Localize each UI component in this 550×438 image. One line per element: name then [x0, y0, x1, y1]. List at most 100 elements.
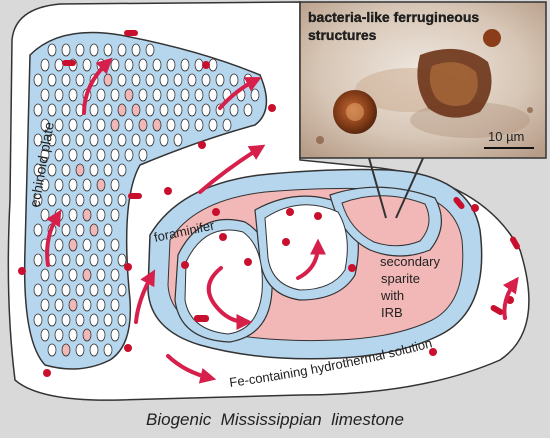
pore	[124, 118, 134, 132]
sparite-label-line-3: with	[380, 288, 404, 303]
pore	[61, 313, 71, 327]
pore	[159, 103, 169, 117]
pore	[68, 268, 78, 282]
pore	[75, 223, 85, 237]
pore	[54, 118, 64, 132]
pore	[131, 103, 141, 117]
pore	[89, 283, 99, 297]
pore	[54, 178, 64, 192]
echinoid-pores	[33, 43, 260, 357]
pore	[103, 283, 113, 297]
iron-particles	[18, 30, 520, 377]
pore	[194, 118, 204, 132]
scale-bar-label: 10 µm	[488, 129, 524, 144]
pore	[89, 103, 99, 117]
pore	[117, 73, 127, 87]
pore	[110, 328, 120, 342]
pore	[40, 328, 50, 342]
pore	[75, 163, 85, 177]
pore	[138, 58, 148, 72]
pore	[166, 88, 176, 102]
pore	[103, 343, 113, 357]
pore	[82, 208, 92, 222]
pore	[173, 133, 183, 147]
pore	[33, 193, 43, 207]
pore	[110, 268, 120, 282]
pore	[110, 238, 120, 252]
pore	[201, 73, 211, 87]
inset-title-line-2: structures	[308, 27, 377, 43]
pore	[173, 103, 183, 117]
pore	[208, 58, 218, 72]
pore	[152, 58, 162, 72]
pore	[145, 133, 155, 147]
echinoid-plate	[23, 31, 268, 370]
pore	[222, 118, 232, 132]
pore	[194, 58, 204, 72]
pore	[61, 103, 71, 117]
pore	[54, 238, 64, 252]
pore	[96, 178, 106, 192]
micrograph-inset	[299, 1, 547, 159]
pore	[68, 178, 78, 192]
pore	[33, 313, 43, 327]
pore	[47, 103, 57, 117]
pore	[89, 223, 99, 237]
pore	[103, 133, 113, 147]
pore	[61, 343, 71, 357]
pore	[89, 343, 99, 357]
pore	[250, 88, 260, 102]
pore	[124, 148, 134, 162]
pore	[96, 118, 106, 132]
pore	[180, 88, 190, 102]
pore	[166, 118, 176, 132]
pore	[33, 73, 43, 87]
pore	[47, 133, 57, 147]
pore	[61, 253, 71, 267]
pore	[89, 43, 99, 57]
pore	[103, 43, 113, 57]
pore	[40, 268, 50, 282]
pore	[96, 148, 106, 162]
pore	[131, 133, 141, 147]
pore	[229, 103, 239, 117]
pore	[110, 58, 120, 72]
pore	[33, 253, 43, 267]
pore	[33, 223, 43, 237]
pore	[82, 268, 92, 282]
pore	[180, 118, 190, 132]
flow-arrows	[45, 57, 519, 384]
pore	[54, 58, 64, 72]
pore	[40, 148, 50, 162]
pore	[40, 118, 50, 132]
pore	[152, 118, 162, 132]
pore	[61, 133, 71, 147]
pore	[61, 193, 71, 207]
pore	[75, 193, 85, 207]
caption: Biogenic Mississippian limestone	[146, 410, 404, 429]
pore	[229, 73, 239, 87]
pore	[33, 163, 43, 177]
pore	[96, 328, 106, 342]
pore	[75, 253, 85, 267]
pore	[187, 73, 197, 87]
pore	[159, 73, 169, 87]
sparite-label-line-1: secondary	[380, 254, 440, 269]
pore	[75, 343, 85, 357]
pore	[117, 193, 127, 207]
pore	[124, 58, 134, 72]
pore	[110, 178, 120, 192]
pore	[89, 313, 99, 327]
pore	[103, 223, 113, 237]
chamber-2	[264, 204, 348, 291]
pore	[40, 298, 50, 312]
pore	[33, 133, 43, 147]
pore	[159, 133, 169, 147]
pore	[82, 328, 92, 342]
pore	[110, 208, 120, 222]
pore	[54, 328, 64, 342]
pore	[145, 73, 155, 87]
pore	[61, 223, 71, 237]
pore	[61, 163, 71, 177]
